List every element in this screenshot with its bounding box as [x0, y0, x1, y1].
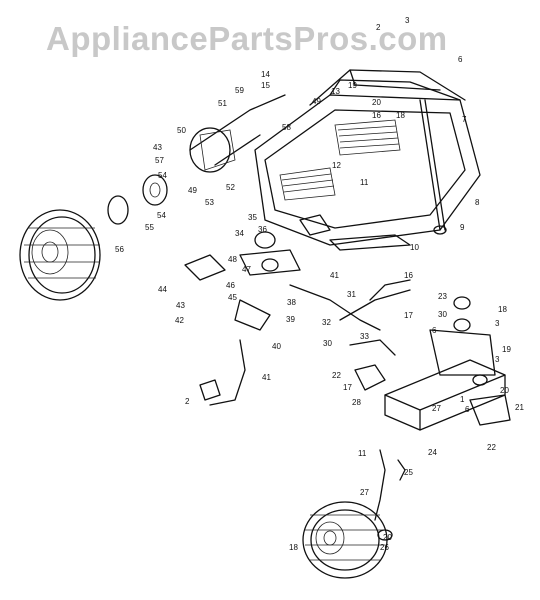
callout-18c: 18 [289, 543, 298, 552]
callout-31: 31 [347, 290, 356, 299]
callout-59: 59 [235, 86, 244, 95]
callout-6b: 6 [432, 326, 437, 335]
callout-51: 51 [218, 99, 227, 108]
watermark: AppliancePartsPros.com [46, 20, 448, 57]
callout-13: 13 [331, 87, 340, 96]
callout-49: 49 [312, 97, 321, 106]
callout-38: 38 [287, 298, 296, 307]
steering-column [419, 99, 447, 235]
callout-22: 22 [332, 371, 341, 380]
callout-18: 18 [396, 111, 405, 120]
hub-parts [107, 94, 286, 225]
callout-10: 10 [410, 243, 419, 252]
callout-16b: 16 [404, 271, 413, 280]
callout-40: 40 [272, 342, 281, 351]
callout-41b: 41 [262, 373, 271, 382]
callout-54b: 54 [157, 211, 166, 220]
callout-25: 25 [404, 468, 413, 477]
callout-20: 20 [372, 98, 381, 107]
callout-27: 27 [432, 404, 441, 413]
callout-43b: 43 [176, 301, 185, 310]
callout-19b: 19 [502, 345, 511, 354]
callout-35: 35 [248, 213, 257, 222]
callout-3: 3 [405, 16, 410, 25]
callout-43: 43 [153, 143, 162, 152]
callout-9: 9 [460, 223, 465, 232]
callout-55: 55 [145, 223, 154, 232]
callout-45: 45 [228, 293, 237, 302]
callout-3c: 3 [495, 355, 500, 364]
callout-12: 12 [332, 161, 341, 170]
callout-18b: 18 [498, 305, 507, 314]
callout-17: 17 [404, 311, 413, 320]
callout-11: 11 [360, 178, 369, 187]
callout-15: 15 [261, 81, 270, 90]
callout-36: 36 [258, 225, 267, 234]
callout-49b: 49 [188, 186, 197, 195]
callout-2: 2 [376, 23, 381, 32]
callout-56: 56 [115, 245, 124, 254]
callout-3b: 3 [495, 319, 500, 328]
callout-47: 47 [242, 265, 251, 274]
steering-linkage [184, 214, 411, 406]
callout-27b: 27 [360, 488, 369, 497]
callout-20b: 20 [500, 386, 509, 395]
callout-48: 48 [228, 255, 237, 264]
callout-54: 54 [158, 171, 167, 180]
callout-33: 33 [360, 332, 369, 341]
callout-17b: 17 [343, 383, 352, 392]
callout-46: 46 [226, 281, 235, 290]
callout-32: 32 [322, 318, 331, 327]
callout-21: 21 [515, 403, 524, 412]
rear-wheel [302, 449, 406, 579]
callout-26: 26 [380, 543, 389, 552]
callout-7: 7 [462, 115, 467, 124]
callout-8: 8 [475, 198, 480, 207]
callout-41: 41 [330, 271, 339, 280]
callout-34: 34 [235, 229, 244, 238]
callout-22b: 22 [487, 443, 496, 452]
callout-14: 14 [261, 70, 270, 79]
callout-5: 5 [430, 40, 435, 49]
callout-16: 16 [372, 111, 381, 120]
callout-2b: 2 [185, 397, 190, 406]
callout-30b: 30 [438, 310, 447, 319]
rear-axle-housing [384, 296, 511, 431]
callout-6: 6 [458, 55, 463, 64]
callout-11b: 11 [358, 449, 367, 458]
callout-23: 23 [438, 292, 447, 301]
callout-42: 42 [175, 316, 184, 325]
callout-57: 57 [155, 156, 164, 165]
callout-39: 39 [286, 315, 295, 324]
callout-50: 50 [177, 126, 186, 135]
callout-19: 19 [348, 81, 357, 90]
frame-deck [254, 69, 481, 251]
callout-53: 53 [205, 198, 214, 207]
callout-44: 44 [158, 285, 167, 294]
callout-52: 52 [226, 183, 235, 192]
callout-24: 24 [428, 448, 437, 457]
front-wheel [19, 209, 101, 301]
callout-20c: 20 [383, 533, 392, 542]
callout-28: 28 [352, 398, 361, 407]
callout-58: 58 [282, 123, 291, 132]
callout-labels: 3 2 6 5 14 15 13 20 19 7 49 51 59 16 18 … [115, 16, 524, 552]
callout-30: 30 [323, 339, 332, 348]
callout-1: 1 [460, 395, 465, 404]
callout-6c: 6 [465, 405, 470, 414]
